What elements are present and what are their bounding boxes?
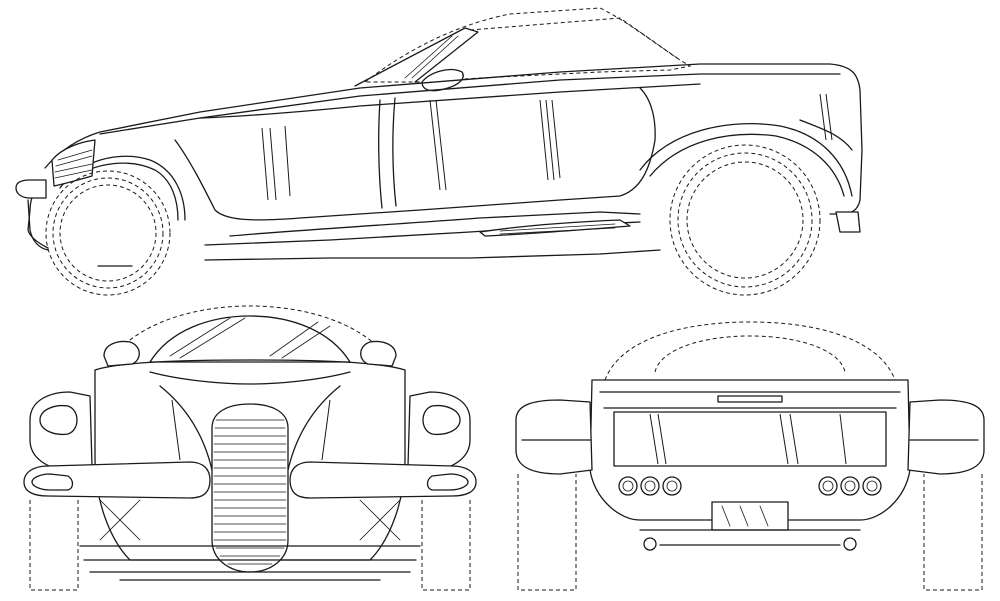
rear-roof-outline [604, 321, 896, 381]
exhaust-right [843, 537, 857, 551]
front-bumper-side [15, 179, 47, 199]
rear-wheel-side [669, 144, 821, 296]
rear-bumper-side [835, 211, 861, 233]
front-body [94, 359, 406, 561]
front-view [23, 305, 477, 591]
front-tire-right [421, 500, 471, 591]
rear-fender-left [515, 399, 593, 475]
tail-lights-right [818, 476, 882, 496]
rear-tire-left [517, 474, 577, 591]
rear-deck [589, 379, 911, 521]
door-panel [174, 87, 656, 221]
front-mirror-left [103, 340, 140, 367]
grille-bars [213, 419, 287, 565]
windshield [354, 27, 479, 87]
exhaust-left [643, 537, 657, 551]
front-tire-left [29, 500, 79, 591]
third-brake-light [717, 395, 783, 403]
front-grille [211, 403, 289, 573]
rear-tire-right [923, 474, 983, 591]
license-plate [711, 501, 789, 531]
side-mirror [421, 68, 464, 92]
rear-fender-right [907, 399, 985, 475]
rear-fender [639, 123, 853, 197]
tail-lights-left [618, 476, 682, 496]
front-roof-outline [109, 305, 391, 361]
front-mirror-right [360, 340, 397, 367]
front-wheel-side [45, 170, 171, 296]
rear-view [515, 321, 985, 591]
soft-top-outline [363, 7, 692, 83]
front-windshield [149, 315, 351, 363]
headlight-right [422, 404, 461, 436]
side-view [15, 7, 863, 296]
side-shading [261, 93, 833, 201]
rear-panel [613, 411, 887, 467]
front-grille-side [51, 139, 96, 187]
headlight-left [39, 404, 78, 436]
